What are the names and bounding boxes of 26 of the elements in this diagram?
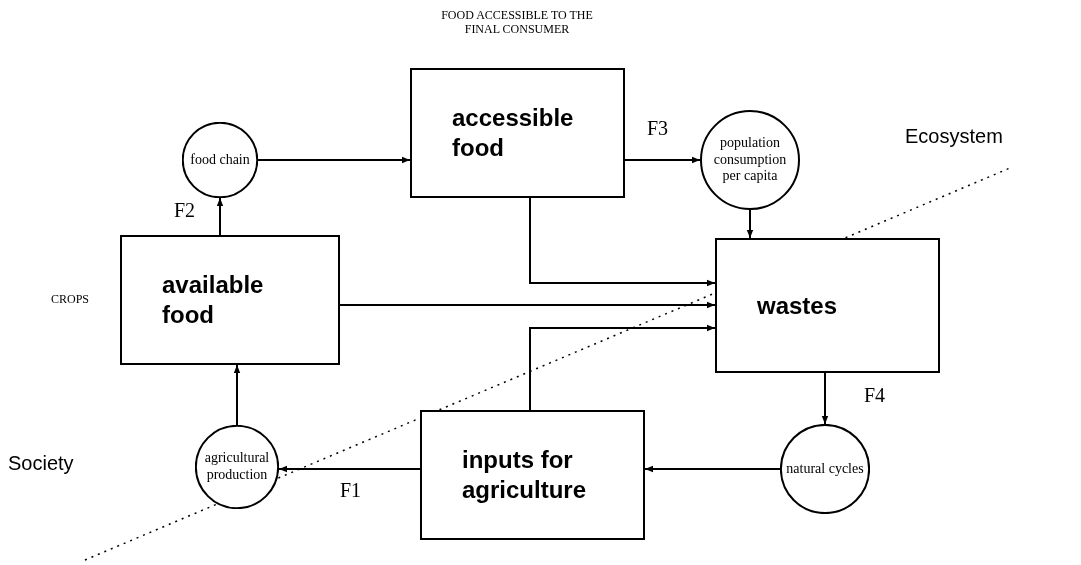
process-box: inputs for agriculture	[420, 410, 645, 540]
region-label: Society	[8, 452, 74, 475]
arrow	[821, 372, 829, 425]
arrow	[644, 465, 781, 473]
node-label: population consumption per capita	[712, 134, 788, 186]
arrow	[339, 301, 716, 309]
arrow	[746, 209, 754, 239]
arrow	[529, 197, 716, 287]
arrow	[233, 364, 241, 426]
process-circle	[700, 110, 800, 210]
process-box: available food	[120, 235, 340, 365]
edge-label: F4	[862, 385, 888, 405]
edge-label: F3	[645, 118, 671, 138]
node-label: food chain	[190, 151, 250, 169]
arrow	[529, 324, 716, 411]
region-label: Ecosystem	[905, 125, 1003, 148]
node-label: natural cycles	[786, 460, 864, 478]
process-box: accessible food	[410, 68, 625, 198]
arrow	[278, 465, 421, 473]
node-caption: FOOD ACCESSIBLE TO THE FINAL CONSUMER	[440, 8, 594, 37]
process-box: wastes	[715, 238, 940, 373]
arrow	[257, 156, 411, 164]
arrow	[624, 156, 701, 164]
node-caption: CROPS	[50, 292, 90, 307]
arrow	[216, 197, 224, 236]
node-label: agricultural production	[203, 450, 271, 484]
